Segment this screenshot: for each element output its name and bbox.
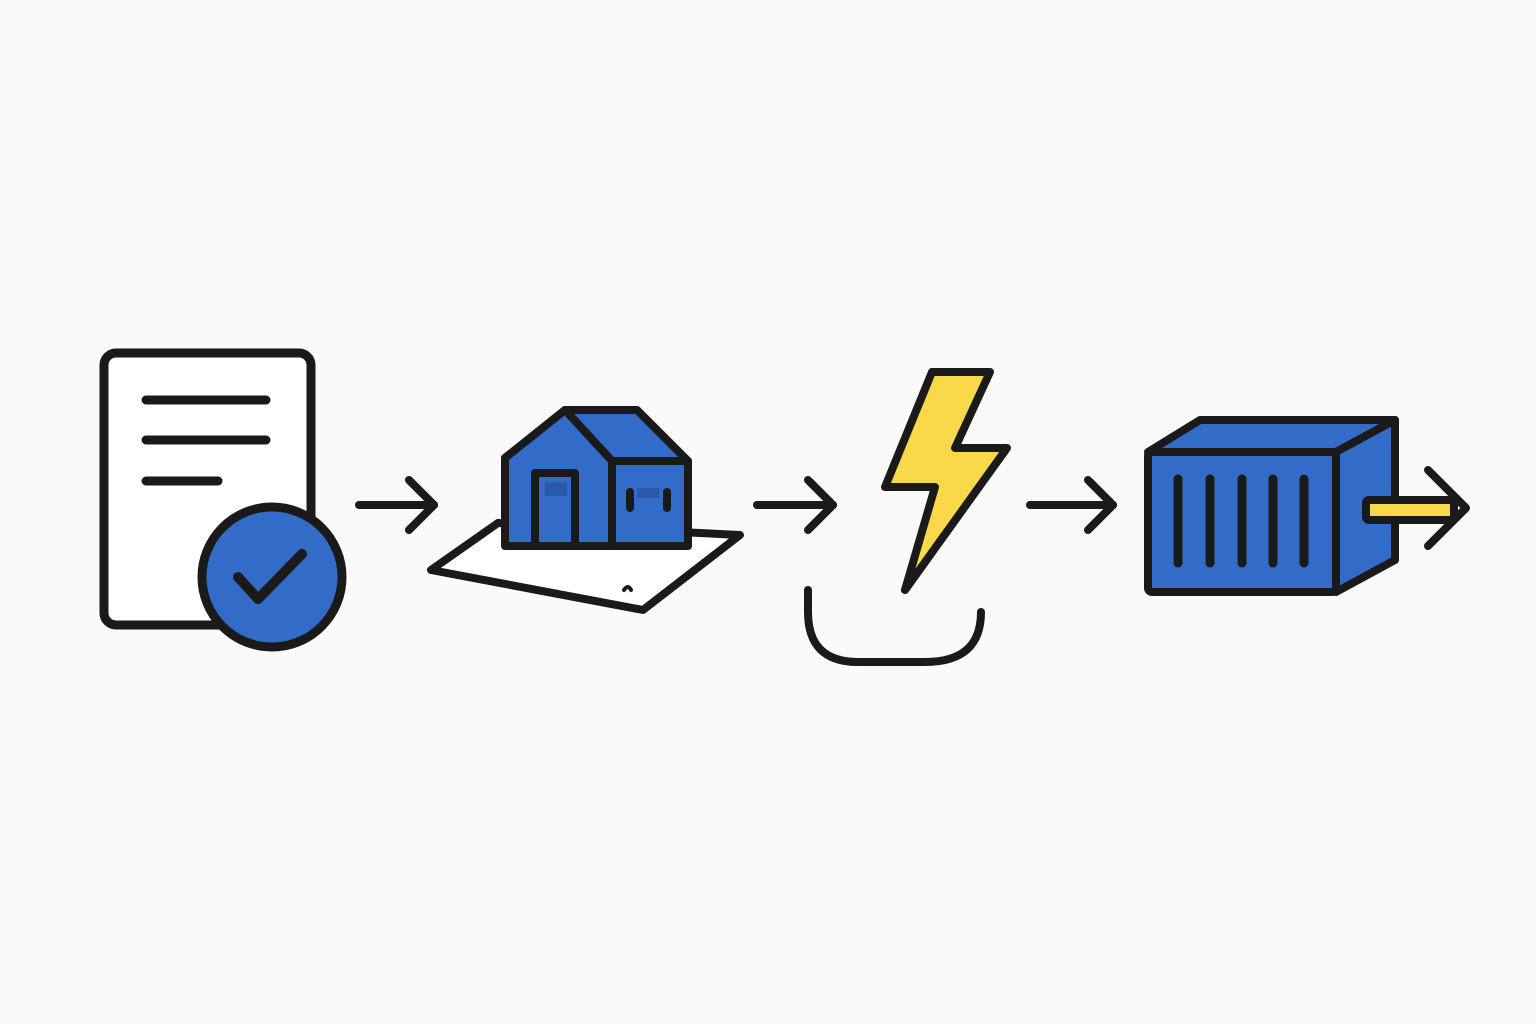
house-door-shadow (545, 482, 567, 496)
arrow-right-icon (355, 476, 438, 534)
house-side (608, 457, 692, 550)
arrow-right-icon (753, 476, 837, 534)
land-plot-mark (622, 585, 633, 592)
house-on-land-icon (427, 406, 744, 614)
bolt-basin (804, 586, 985, 666)
lightning-bolt-icon (804, 368, 1011, 666)
outbound-arrow-head (1424, 466, 1470, 550)
outbound-arrow-shaft (1362, 496, 1458, 524)
lightning-bolt (881, 368, 1011, 594)
shipping-container-icon (1144, 416, 1470, 596)
arrow-right-icon (1026, 476, 1117, 534)
checkmark-icon (233, 549, 307, 604)
check-badge (197, 502, 347, 652)
house-window-shadow (637, 488, 659, 498)
document-check-icon (99, 348, 347, 652)
